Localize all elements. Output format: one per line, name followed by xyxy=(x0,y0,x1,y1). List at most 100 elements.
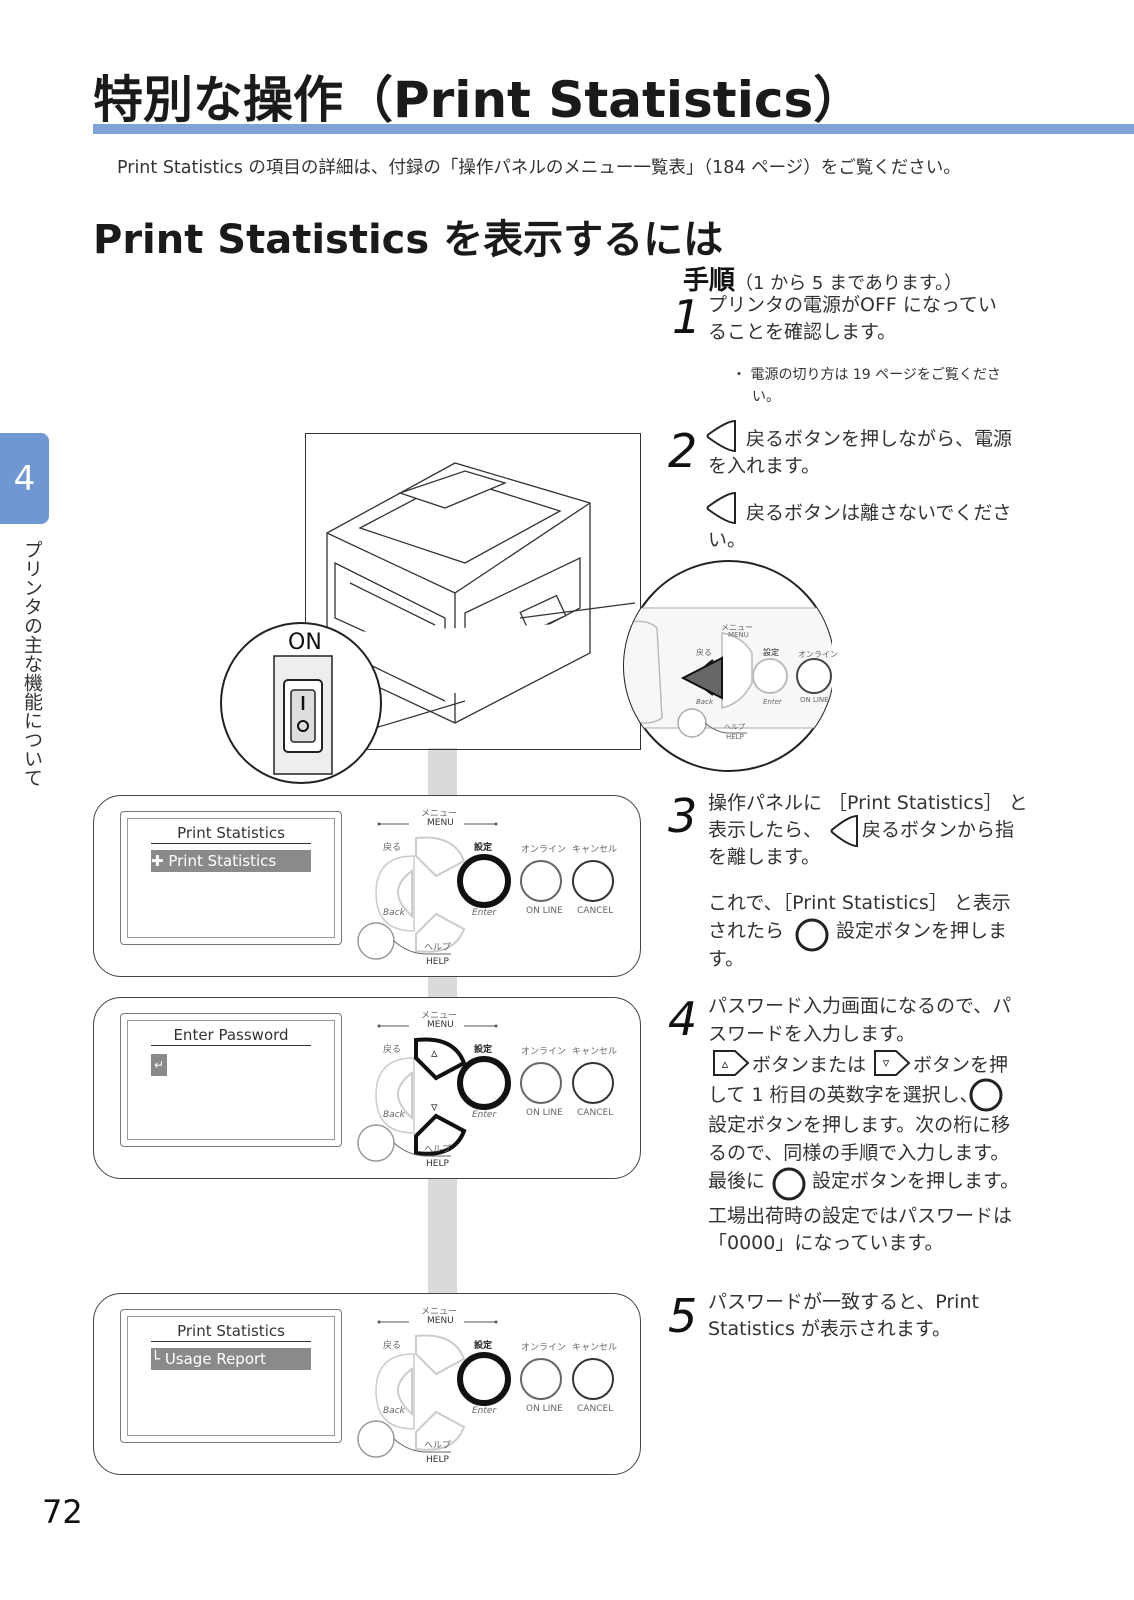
step-5-number: 5 xyxy=(668,1289,698,1343)
enter-label: Enter xyxy=(472,1406,497,1416)
panel-buttons xyxy=(357,1320,614,1458)
help-label: HELP xyxy=(426,957,449,967)
back-label: Back xyxy=(383,908,405,918)
printer-illustration-frame xyxy=(305,433,641,750)
zoom-online-label-jp: オンライン xyxy=(798,650,838,659)
step-4-line: 設定ボタンを押します。 xyxy=(812,1170,1020,1192)
step-3-sub-line: す。 xyxy=(708,948,745,970)
step-4-line: ボタンを押 xyxy=(913,1054,1009,1076)
step-4-line: して 1 桁目の英数字を選択し、 xyxy=(708,1084,979,1106)
chapter-side-label: プリンタの主な機能について xyxy=(21,540,43,787)
step-1-note-line: ・ 電源の切り方は 19 ページをご覧くださ xyxy=(732,367,1001,383)
step-1-note-line: い。 xyxy=(752,389,780,405)
enter-label-jp: 設定 xyxy=(474,843,493,853)
connector-rail xyxy=(428,975,457,997)
enter-button-icon xyxy=(969,1078,1003,1112)
online-label: ON LINE xyxy=(526,906,563,916)
online-label: ON LINE xyxy=(526,1108,563,1118)
zoom-help-label: HELP xyxy=(726,733,744,741)
help-label: HELP xyxy=(426,1159,449,1169)
online-label-jp: オンライン xyxy=(521,1343,567,1353)
panel-buttons xyxy=(357,1024,614,1162)
back-label-jp: 戻る xyxy=(383,1045,402,1055)
zoom-online-label: ON LINE xyxy=(800,696,829,704)
zoom-back-label-jp: 戻る xyxy=(696,648,712,657)
zoom-menu-label-jp: メニュー xyxy=(721,623,753,632)
help-label-jp: ヘルプ xyxy=(424,1441,452,1451)
switch-on-label: ON xyxy=(288,630,322,655)
power-switch-inset xyxy=(220,622,382,784)
down-arrow-icon: ▿ xyxy=(431,1100,438,1115)
lcd-row-label: Print Statistics xyxy=(168,852,277,870)
menu-label-jp: メニュー xyxy=(421,1307,458,1317)
step-3-sub-line: これで、［Print Statistics］ と表示 xyxy=(708,892,1011,914)
zoom-help-label-jp: ヘルプ xyxy=(724,723,745,731)
lcd-display: Enter Password↵ xyxy=(120,1013,342,1147)
lcd-display: Print Statistics✚ Print Statistics xyxy=(120,811,342,945)
step-4-number: 4 xyxy=(668,992,698,1046)
step-1-number: 1 xyxy=(672,290,702,344)
help-label-jp: ヘルプ xyxy=(424,1145,452,1155)
lcd-cursor: ↵ xyxy=(151,1054,167,1076)
printer-illustration xyxy=(326,462,636,729)
menu-label: MENU xyxy=(427,818,454,828)
down-button-icon: ▿ xyxy=(874,1050,911,1076)
step-4-line: 「0000」になっています。 xyxy=(708,1232,944,1254)
step-3-line: 表示したら、 xyxy=(708,819,823,841)
back-button-icon xyxy=(830,814,858,848)
page-number: 72 xyxy=(42,1493,83,1531)
step-1-line: ることを確認します。 xyxy=(708,321,897,343)
back-label-jp: 戻る xyxy=(383,1341,402,1351)
step-4-line: 設定ボタンを押します。次の桁に移 xyxy=(708,1114,1011,1136)
zoom-enter-label: Enter xyxy=(763,698,782,706)
back-button-icon xyxy=(706,491,736,525)
intro-text: Print Statistics の項目の詳細は、付録の「操作パネルのメニュー一… xyxy=(117,158,961,178)
lcd-title: Print Statistics xyxy=(151,1322,311,1342)
step-1-line: プリンタの電源がOFF になってい xyxy=(708,294,997,316)
lcd-selected-row: └ Usage Report xyxy=(151,1348,311,1370)
step-4-line: 最後に xyxy=(708,1170,766,1192)
step-4-line: ボタンまたは xyxy=(752,1054,867,1076)
cancel-label-jp: キャンセル xyxy=(572,1047,618,1057)
back-button-icon xyxy=(706,419,736,453)
enter-button-icon xyxy=(795,918,829,952)
step-1-text: プリンタの電源がOFF になってい ることを確認します。 xyxy=(708,292,997,346)
menu-label: MENU xyxy=(427,1020,454,1030)
steps-heading-note: （1 から 5 まであります。） xyxy=(735,273,963,294)
cancel-label-jp: キャンセル xyxy=(572,845,618,855)
help-label-jp: ヘルプ xyxy=(424,943,452,953)
step-2-sub-line: 戻るボタンは離さないでくださ xyxy=(746,502,1012,524)
step-2-sub-line: い。 xyxy=(708,529,747,551)
help-label: HELP xyxy=(426,1455,449,1465)
step-4-line: 工場出荷時の設定ではパスワードは xyxy=(708,1205,1013,1227)
step-3-line: を離します。 xyxy=(708,846,821,868)
panel-buttons xyxy=(357,822,614,960)
step-3-number: 3 xyxy=(668,789,698,843)
step-4-line: るので、同様の手順で入力します。 xyxy=(708,1142,1010,1164)
lcd-title: Print Statistics xyxy=(151,824,311,844)
step-3-sub-line: されたら xyxy=(708,920,785,942)
lcd-selected-row: ✚ Print Statistics xyxy=(151,850,311,872)
lcd-row-prefix: └ xyxy=(151,1350,161,1368)
up-arrow-icon: ▵ xyxy=(431,1046,438,1061)
zoom-menu-label: MENU xyxy=(728,631,749,639)
connector-rail xyxy=(428,748,457,798)
menu-label-jp: メニュー xyxy=(421,1011,458,1021)
step-1-note: ・ 電源の切り方は 19 ページをご覧くださ い。 xyxy=(732,364,1001,408)
steps-heading: 手順（1 から 5 まであります。） xyxy=(683,260,962,297)
chapter-tab: 4 xyxy=(0,433,49,524)
zoom-back-label: Back xyxy=(696,698,713,706)
steps-heading-label: 手順 xyxy=(683,266,736,296)
step-5-line: Statistics が表示されます。 xyxy=(708,1318,951,1340)
enter-label-jp: 設定 xyxy=(474,1341,493,1351)
step-4-line: パスワード入力画面になるので、パ xyxy=(708,995,1012,1017)
step-5-line: パスワードが一致すると、Print xyxy=(708,1291,979,1313)
title-underline xyxy=(93,124,1134,134)
cancel-label-jp: キャンセル xyxy=(572,1343,618,1353)
enter-label-jp: 設定 xyxy=(474,1045,493,1055)
connector-rail xyxy=(428,1177,457,1295)
control-panel-zoom xyxy=(623,560,832,772)
menu-label-jp: メニュー xyxy=(421,809,458,819)
section-heading: Print Statistics を表示するには xyxy=(93,217,724,263)
